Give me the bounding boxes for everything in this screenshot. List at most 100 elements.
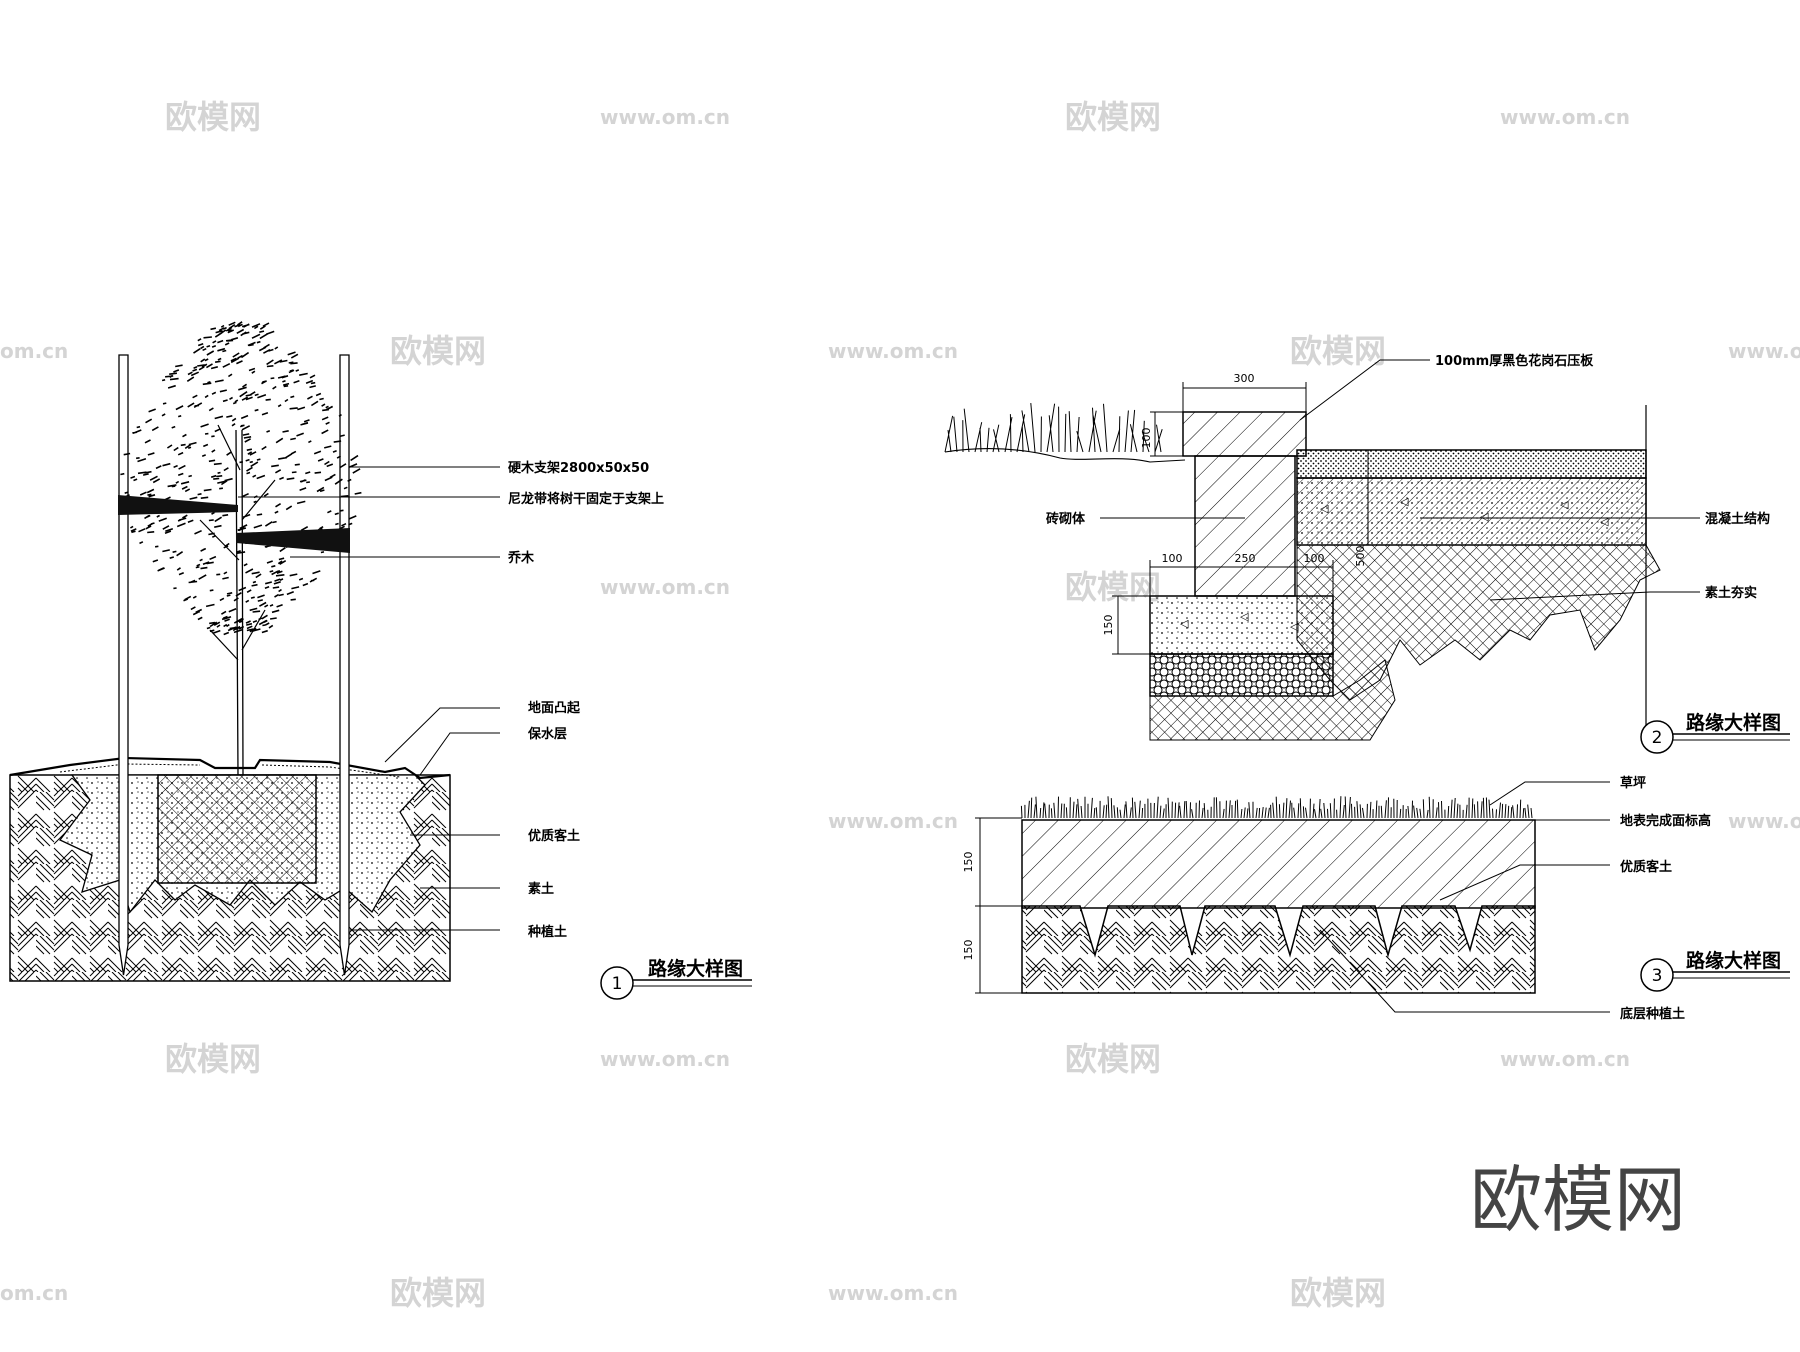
dim-slab: 500 bbox=[1354, 546, 1367, 567]
nylon-strap-left bbox=[118, 495, 238, 515]
label-granite-cap: 100mm厚黑色花岗石压板 bbox=[1435, 353, 1594, 369]
detail-2-title: 2 路缘大样图 bbox=[1640, 711, 1790, 754]
detail-2-curb-section: ◁ ◁ ◁ ◁ ◁ ◁ ◁ ◁ bbox=[944, 353, 1790, 754]
detail-title: 路缘大样图 bbox=[1686, 949, 1781, 972]
detail-1-tree-planting: 硬木支架2800x50x50 尼龙带将树干固定于支架上 乔木 地面凸起 保水层 … bbox=[9, 321, 752, 1000]
label-ground-mound: 地面凸起 bbox=[528, 700, 581, 716]
lawn-grass bbox=[1020, 796, 1533, 819]
svg-text:◁: ◁ bbox=[1480, 510, 1489, 523]
dim-cap-width: 300 bbox=[1234, 372, 1255, 385]
left-stake bbox=[118, 354, 129, 976]
grass-blades bbox=[944, 403, 1163, 453]
label-hardwood-support: 硬木支架2800x50x50 bbox=[508, 460, 649, 476]
watermark-brand: 欧模网 bbox=[390, 332, 486, 370]
dim-right-offset: 100 bbox=[1304, 552, 1325, 565]
watermark-site: www.om.cn bbox=[600, 105, 730, 129]
detail-title: 路缘大样图 bbox=[648, 957, 743, 980]
watermark-site: www.om.cn bbox=[1500, 105, 1630, 129]
ground-line bbox=[944, 448, 1186, 463]
ground-mound bbox=[9, 756, 451, 780]
watermark-site: www.om.cn bbox=[828, 1281, 958, 1305]
watermark-site: www.om.cn bbox=[1728, 809, 1800, 833]
dim-top-layer: 150 bbox=[962, 852, 975, 873]
svg-text:◁: ◁ bbox=[1400, 495, 1409, 508]
watermark-brand: 欧模网 bbox=[1290, 1274, 1386, 1312]
label-planting-soil: 种植土 bbox=[527, 924, 567, 940]
svg-text:◁: ◁ bbox=[1180, 617, 1189, 630]
detail-3-leaders bbox=[1319, 781, 1610, 1013]
right-stake bbox=[339, 354, 350, 976]
watermark-site: www.om.cn bbox=[828, 339, 958, 363]
label-quality-soil: 优质客土 bbox=[1620, 859, 1672, 875]
watermark-brand: 欧模网 bbox=[165, 1040, 261, 1078]
watermark-logo: 欧模网 bbox=[1470, 1158, 1686, 1242]
dim-wall-width: 250 bbox=[1235, 552, 1256, 565]
label-finish-level: 地表完成面标高 bbox=[1620, 813, 1711, 829]
detail-number-circle bbox=[600, 966, 634, 1000]
watermark-brand: 欧模网 bbox=[1065, 1040, 1161, 1078]
detail-2-leaders bbox=[1100, 359, 1700, 601]
detail-number: 3 bbox=[1652, 966, 1663, 986]
watermark-site: www.om.cn bbox=[600, 575, 730, 599]
grass-tufts bbox=[944, 403, 1163, 453]
nylon-strap-right bbox=[236, 528, 350, 553]
dim-cap-height: 100 bbox=[1140, 428, 1153, 449]
detail-3-lawn-section: 150 150 草坪 地表完成面标高 优质客土 底层种植土 3 路缘大样图 bbox=[962, 775, 1790, 1022]
tree-trunk bbox=[235, 429, 244, 776]
detail-1-title: 1 路缘大样图 bbox=[600, 957, 752, 1000]
watermark-brand: 欧模网 bbox=[390, 1274, 486, 1312]
detail-number-circle bbox=[1640, 958, 1674, 992]
label-quality-soil: 优质客土 bbox=[528, 828, 580, 844]
tree-canopy bbox=[120, 321, 362, 636]
lawn-blades bbox=[1020, 796, 1533, 819]
watermark-brand: 欧模网 bbox=[165, 98, 261, 136]
label-lawn: 草坪 bbox=[1620, 775, 1646, 791]
svg-text:◁: ◁ bbox=[1600, 515, 1609, 528]
label-plain-soil: 素土 bbox=[528, 881, 554, 897]
compacted-soil-footing bbox=[1149, 659, 1396, 741]
watermarks: 欧模网 www.om.cn 欧模网 www.om.cn om.cn 欧模网 ww… bbox=[0, 98, 1800, 1312]
svg-text:◁: ◁ bbox=[1560, 498, 1569, 511]
watermark-site: om.cn bbox=[0, 339, 68, 363]
watermark-brand: 欧模网 bbox=[1065, 568, 1161, 606]
watermark-brand: 欧模网 bbox=[1290, 332, 1386, 370]
masonry-wall bbox=[1194, 455, 1296, 597]
label-nylon-strap: 尼龙带将树干固定于支架上 bbox=[508, 491, 664, 507]
label-masonry: 砖砌体 bbox=[1046, 511, 1086, 527]
detail-number-circle bbox=[1640, 720, 1674, 754]
watermark-site: www.om.cn bbox=[600, 1047, 730, 1071]
detail-number: 1 bbox=[612, 974, 623, 994]
gravel-base bbox=[1149, 653, 1334, 697]
root-ball bbox=[157, 774, 317, 884]
watermark-site: www.om.cn bbox=[1728, 339, 1800, 363]
label-base-soil: 底层种植土 bbox=[1620, 1006, 1685, 1022]
canopy-foliage bbox=[120, 321, 362, 636]
label-mulch-layer: 保水层 bbox=[527, 726, 567, 742]
detail-2-dimensions bbox=[1112, 382, 1369, 655]
label-concrete-structure: 混凝土结构 bbox=[1705, 511, 1770, 527]
paving-surface bbox=[1296, 449, 1647, 479]
detail-1-leaders bbox=[238, 466, 500, 931]
svg-text:◁: ◁ bbox=[1320, 502, 1329, 515]
detail-number: 2 bbox=[1652, 728, 1663, 748]
base-planting-soil bbox=[1021, 905, 1536, 994]
label-compacted-soil: 素土夯实 bbox=[1705, 585, 1757, 601]
detail-3-dimensions bbox=[975, 817, 1022, 994]
svg-text:◁: ◁ bbox=[1240, 610, 1249, 623]
quality-soil-layer bbox=[1021, 819, 1536, 909]
watermark-brand: 欧模网 bbox=[1065, 98, 1161, 136]
compacted-soil bbox=[1296, 544, 1661, 701]
dim-bottom-layer: 150 bbox=[962, 940, 975, 961]
watermark-site: om.cn bbox=[0, 1281, 68, 1305]
watermark-site: www.om.cn bbox=[828, 809, 958, 833]
watermark-site: www.om.cn bbox=[1500, 1047, 1630, 1071]
dim-footing-height: 150 bbox=[1102, 615, 1115, 636]
granite-cap bbox=[1182, 411, 1307, 457]
label-tree: 乔木 bbox=[507, 550, 535, 566]
svg-text:◁: ◁ bbox=[1290, 620, 1299, 633]
detail-3-title: 3 路缘大样图 bbox=[1640, 949, 1790, 992]
dim-left-offset: 100 bbox=[1162, 552, 1183, 565]
detail-title: 路缘大样图 bbox=[1686, 711, 1781, 734]
